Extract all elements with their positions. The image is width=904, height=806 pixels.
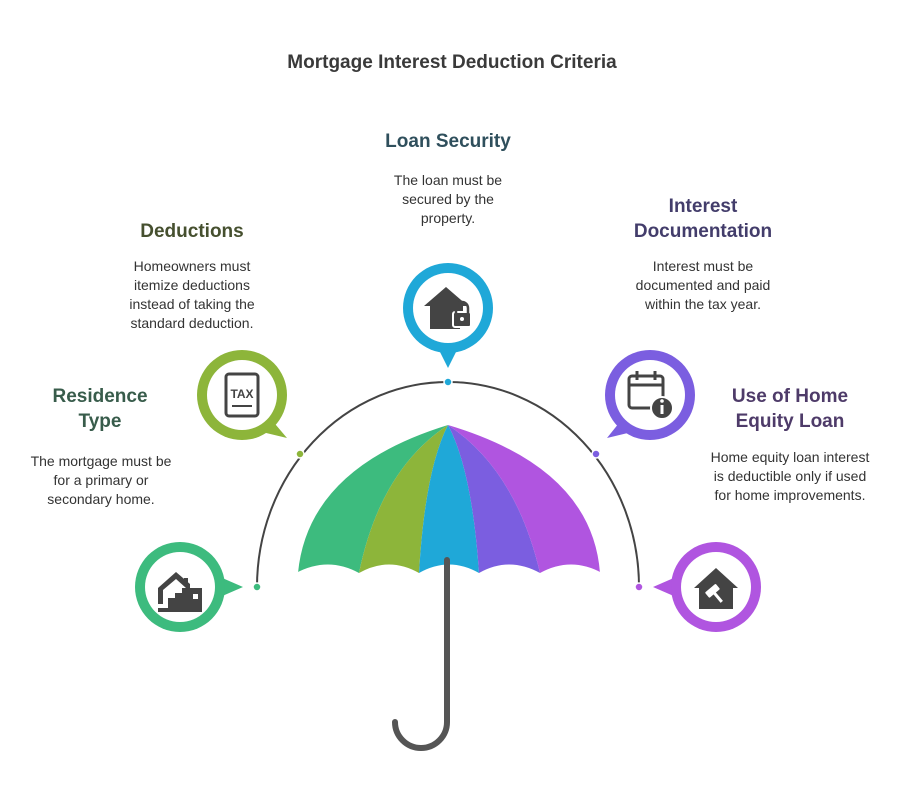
title-line: Loan Security [385, 131, 511, 152]
marker-dot-1 [252, 582, 262, 592]
title-line: Interest [668, 196, 738, 217]
umbrella-panel-4 [448, 425, 540, 573]
interest-documentation-description: Interest must be documented and paid wit… [635, 258, 771, 312]
loan-security-bubble [403, 263, 493, 368]
umbrella-panel-5 [448, 425, 600, 573]
home-equity-description: Home equity loan interest is deductible … [710, 449, 870, 503]
title-line: Equity Loan [735, 411, 845, 432]
title-line: Type [78, 411, 122, 432]
home-equity-title: Use of Home Equity Loan [708, 384, 872, 434]
residence-type-description: The mortgage must be for a primary or se… [30, 453, 172, 507]
residence-type-title: Residence Type [25, 384, 175, 434]
umbrella-handle [392, 557, 450, 751]
umbrella-panel-1 [298, 425, 448, 573]
house-lock-icon [424, 287, 472, 329]
residence-type-bubble [135, 542, 243, 632]
interest-documentation-title: Interest Documentation [618, 194, 788, 244]
umbrella-panel-3 [419, 425, 479, 573]
interest-documentation-bubble [605, 350, 695, 440]
page-title: Mortgage Interest Deduction Criteria [287, 52, 617, 73]
title-line: Use of Home [731, 386, 849, 407]
deductions-bubble: TAX [197, 350, 287, 440]
home-equity-bubble [653, 542, 761, 632]
deductions-title: Deductions [107, 219, 277, 244]
house-hammer-icon [694, 568, 738, 609]
svg-text:TAX: TAX [230, 387, 253, 401]
umbrella-panel-2 [359, 425, 448, 573]
marker-dot-2 [295, 449, 305, 459]
title-line: Documentation [633, 221, 773, 242]
loan-security-title: Loan Security [348, 129, 548, 154]
loan-security-description: The loan must be secured by the property… [393, 172, 503, 226]
title-line: Deductions [140, 221, 244, 242]
tax-document-icon: TAX [224, 372, 260, 418]
marker-dot-3 [443, 377, 453, 387]
deductions-description: Homeowners must itemize deductions inste… [129, 258, 255, 331]
title-line: Residence [52, 386, 148, 407]
marker-dot-5 [634, 582, 644, 592]
calendar-info-icon [627, 371, 674, 420]
house-stairs-icon [158, 572, 202, 612]
marker-dot-4 [591, 449, 601, 459]
